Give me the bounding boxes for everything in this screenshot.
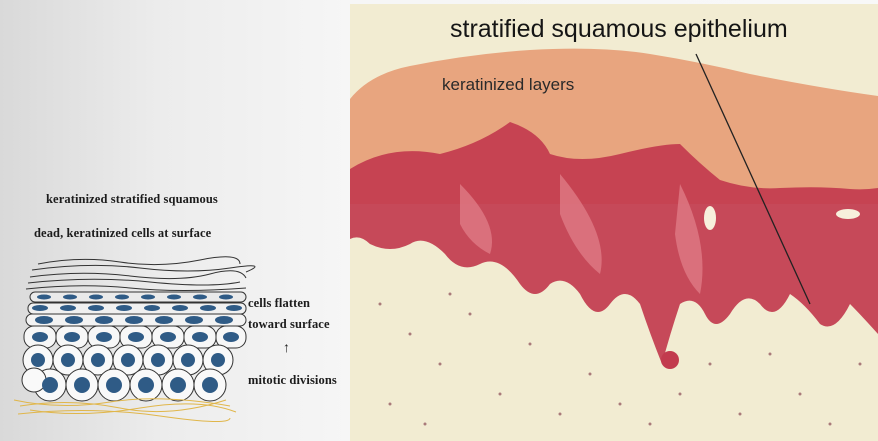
cells-flatten-label: cells flatten: [248, 296, 310, 311]
mitotic-divisions-label: mitotic divisions: [248, 373, 337, 388]
cell-layers-illustration: [0, 250, 350, 441]
up-arrow-icon: ↑: [283, 341, 290, 357]
basement-fibers: [14, 399, 236, 422]
schematic-diagram: keratinized stratified squamous dead, ke…: [0, 0, 350, 441]
toward-surface-label: toward surface: [248, 317, 330, 332]
diagram-heading: keratinized stratified squamous: [46, 192, 218, 207]
dead-cells-label: dead, keratinized cells at surface: [34, 226, 211, 241]
micrograph-title: stratified squamous epithelium: [450, 15, 788, 44]
keratin-layer: [26, 257, 255, 291]
micrograph-tissue: [350, 4, 878, 441]
keratinized-layers-label: keratinized layers: [442, 75, 574, 95]
micrograph-image: [350, 4, 878, 441]
